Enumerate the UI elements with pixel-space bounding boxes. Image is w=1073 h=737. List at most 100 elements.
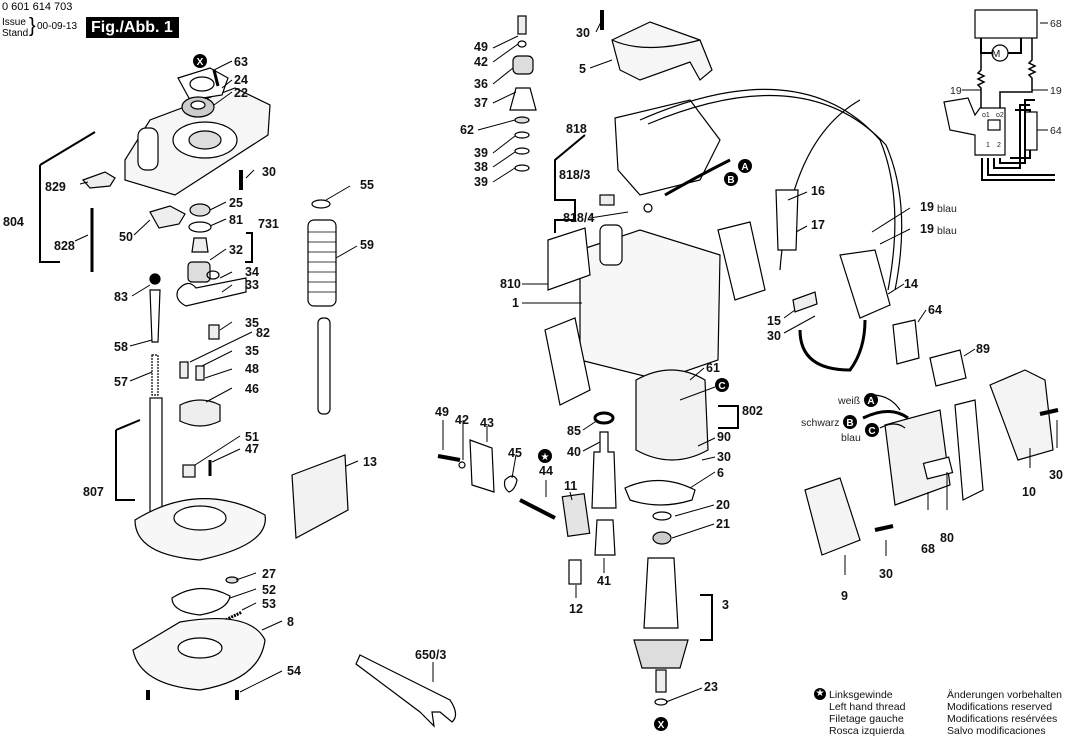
callout-16: 16 xyxy=(811,184,825,198)
motor-cover-part-5 xyxy=(611,21,713,81)
schematic-terminal-1: 1 xyxy=(986,142,990,149)
spring-part-57 xyxy=(151,354,159,396)
callout-80: 80 xyxy=(940,531,954,545)
spring-part-34 xyxy=(206,270,220,280)
marker-b-top-label: B xyxy=(727,175,734,186)
switch-wires xyxy=(798,319,867,372)
issue-stand-label: Issue Stand xyxy=(2,17,28,39)
marker-a-wire-label: A xyxy=(867,396,874,407)
sleeve-part-41 xyxy=(594,519,616,556)
callout-57: 57 xyxy=(114,375,128,389)
callout-650-3: 650/3 xyxy=(415,648,446,662)
star-glyph: ★ xyxy=(541,452,550,463)
rod-part-58 xyxy=(149,289,161,343)
wrench-part-650-3 xyxy=(355,654,457,728)
callout-44: 44 xyxy=(539,464,553,478)
callout-51: 51 xyxy=(245,430,259,444)
callout-50: 50 xyxy=(119,230,133,244)
ring-part-81 xyxy=(188,221,212,233)
issue-date: 00-09-13 xyxy=(37,21,78,32)
handle-half-part-9 xyxy=(804,477,861,556)
callout-30-cover: 30 xyxy=(576,26,590,40)
callout-37: 37 xyxy=(474,96,488,110)
marker-b-wire-label: B xyxy=(846,418,853,429)
callout-19-blau-b: 19 xyxy=(920,222,934,236)
plate-part-33 xyxy=(176,277,247,307)
screw-part-30f xyxy=(874,524,894,532)
callout-731: 731 xyxy=(258,217,279,231)
callout-25: 25 xyxy=(229,196,243,210)
callout-89: 89 xyxy=(976,342,990,356)
callout-33: 33 xyxy=(245,278,259,292)
callout-68: 68 xyxy=(921,542,935,556)
bevel-gear-part xyxy=(633,639,689,669)
screw-part-49b xyxy=(437,454,461,462)
callout-828: 828 xyxy=(54,239,75,253)
brush-part-818-3 xyxy=(599,194,615,206)
handle-bracket-right xyxy=(717,221,766,301)
cable-19b xyxy=(647,94,903,291)
marker-x-bottom-label: X xyxy=(658,720,665,731)
nameplate-part-80 xyxy=(922,456,954,480)
label-part-810 xyxy=(547,227,591,291)
callout-55: 55 xyxy=(360,178,374,192)
callout-19-blau-a-color: blau xyxy=(937,203,957,215)
callout-30-handle-r: 30 xyxy=(1049,468,1063,482)
marker-x-bottom xyxy=(654,717,668,731)
callout-19-blau-a: 19 xyxy=(920,200,934,214)
marker-x-top xyxy=(193,54,207,68)
callout-27: 27 xyxy=(262,567,276,581)
spring-part-45 xyxy=(503,475,518,493)
callout-43: 43 xyxy=(480,416,494,430)
nut-part-32 xyxy=(187,261,211,283)
callout-39a: 39 xyxy=(474,146,488,160)
callout-30-base: 30 xyxy=(262,165,276,179)
legend-line: Filetage gauche xyxy=(829,713,904,725)
callout-42-top: 42 xyxy=(474,55,488,69)
callout-30-handle-l: 30 xyxy=(879,567,893,581)
screw-part-44 xyxy=(519,498,556,520)
callout-40: 40 xyxy=(567,445,581,459)
callout-15: 15 xyxy=(767,314,781,328)
marker-x-top-label: X xyxy=(197,57,204,68)
callout-22: 22 xyxy=(234,86,248,100)
callout-49-side: 49 xyxy=(435,405,449,419)
callout-804: 804 xyxy=(3,215,24,229)
wire-label-schwarz: schwarz xyxy=(801,417,840,429)
callout-21: 21 xyxy=(716,517,730,531)
spring-part-818-4 xyxy=(643,203,653,213)
motor-housing-top-part xyxy=(124,87,271,196)
ring-part-52 xyxy=(171,587,231,616)
callout-58: 58 xyxy=(114,340,128,354)
bracket-part-89 xyxy=(929,349,967,387)
figure-label: Fig./Abb. 1 xyxy=(86,17,179,38)
lock-plate-part-11 xyxy=(561,492,591,538)
callout-61: 61 xyxy=(706,361,720,375)
callout-11: 11 xyxy=(564,479,577,493)
schematic-label-19b: 19 xyxy=(1050,85,1062,97)
bearing-part xyxy=(181,96,215,118)
screw-part-82 xyxy=(179,361,189,379)
block-part-51 xyxy=(182,464,196,478)
knob-stack xyxy=(509,15,537,172)
callout-90: 90 xyxy=(717,430,731,444)
callout-14: 14 xyxy=(904,277,918,291)
legend-line: Linksgewinde xyxy=(829,689,893,701)
callout-818-4: 818/4 xyxy=(563,211,594,225)
callout-20: 20 xyxy=(716,498,730,512)
callout-49-top: 49 xyxy=(474,40,488,54)
wire-label-weiss: weiß xyxy=(837,395,860,407)
callout-48: 48 xyxy=(245,362,259,376)
cord-guard-part-17 xyxy=(775,189,799,251)
callout-13: 13 xyxy=(363,455,377,469)
field-coil-part-802 xyxy=(635,369,709,461)
schematic-terminal-o1: o1 xyxy=(982,112,990,119)
callout-3: 3 xyxy=(722,598,729,612)
callout-6: 6 xyxy=(717,466,724,480)
wire-schwarz xyxy=(862,410,909,420)
callout-35a: 35 xyxy=(245,316,259,330)
callout-12: 12 xyxy=(569,602,583,616)
wiring-schematic xyxy=(943,9,1055,181)
stand-label: Stand xyxy=(2,28,29,39)
callout-807: 807 xyxy=(83,485,104,499)
